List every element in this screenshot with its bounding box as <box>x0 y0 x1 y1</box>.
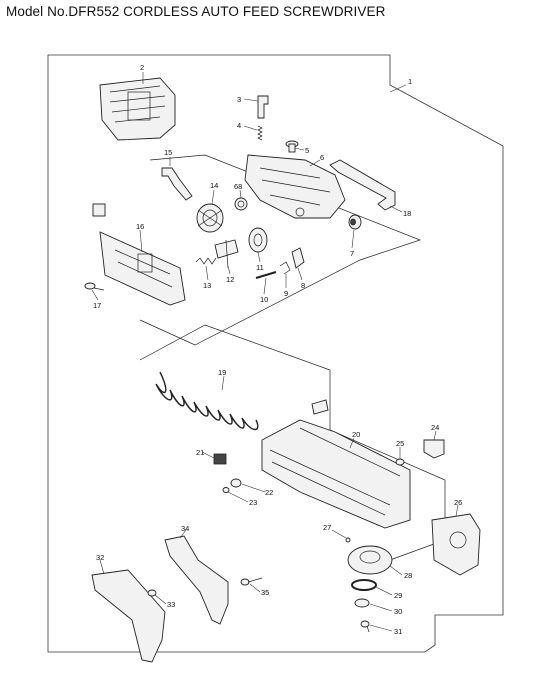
label-part-4: 4 <box>237 121 241 130</box>
part-16-plate <box>99 231 186 306</box>
label-part-24: 24 <box>431 423 439 432</box>
label-part-28: 28 <box>404 571 412 580</box>
part-27-ball <box>345 537 351 543</box>
label-part-30: 30 <box>394 607 402 616</box>
part-12-shaft <box>214 239 239 269</box>
label-part-3: 3 <box>237 95 241 104</box>
part-22-pin <box>230 478 242 488</box>
part-3-plate <box>257 95 269 119</box>
part-13-spring <box>195 257 217 265</box>
part-24-button <box>423 439 445 459</box>
part-6-bracket <box>244 154 346 219</box>
label-part-8: 8 <box>301 281 305 290</box>
part-19-spring <box>155 371 259 431</box>
label-part-21: 21 <box>196 448 204 457</box>
label-part-13: 13 <box>203 281 211 290</box>
label-part-1: 1 <box>408 77 412 86</box>
label-part-16: 16 <box>136 222 144 231</box>
upper-group-outline <box>139 154 422 346</box>
part-21-block <box>213 453 227 465</box>
label-part-2: 2 <box>140 63 144 72</box>
label-part-27: 27 <box>323 523 331 532</box>
label-part-26: 26 <box>454 498 462 507</box>
part-10-pin <box>255 271 277 279</box>
part-15-clip <box>161 167 193 201</box>
leader-lines <box>91 72 459 632</box>
label-part-33: 33 <box>167 600 175 609</box>
label-part-18: 18 <box>403 209 411 218</box>
label-part-29: 29 <box>394 591 402 600</box>
label-part-31: 31 <box>394 627 402 636</box>
label-part-25: 25 <box>396 439 404 448</box>
part-8-pawl <box>291 247 305 269</box>
part-34-handle <box>164 535 229 625</box>
part-68-washer <box>234 197 248 211</box>
label-part-15: 15 <box>164 148 172 157</box>
part-25-screw <box>395 458 405 466</box>
label-part-5: 5 <box>305 146 309 155</box>
diagram-title: Model No.DFR552 CORDLESS AUTO FEED SCREW… <box>6 4 386 19</box>
part-2-housing <box>99 77 176 141</box>
part-30-washer <box>354 598 370 608</box>
assembly-frame <box>47 54 504 653</box>
label-part-10: 10 <box>260 295 268 304</box>
label-part-7: 7 <box>350 249 354 258</box>
clip-block <box>311 399 329 415</box>
part-4-spring <box>257 125 263 141</box>
part-11-sprocket <box>248 227 268 253</box>
label-part-14: 14 <box>210 181 218 190</box>
part-20-body <box>261 419 411 529</box>
part-26-housing <box>431 513 481 576</box>
label-part-22: 22 <box>265 488 273 497</box>
label-part-32: 32 <box>96 553 104 562</box>
small-clip <box>92 203 106 217</box>
part-labels: 1 2 3 4 5 6 7 8 9 10 11 12 13 14 15 16 1… <box>93 63 462 636</box>
part-32-handle <box>91 569 166 663</box>
part-29-oring <box>351 579 377 591</box>
part-5-knob <box>285 140 299 153</box>
part-14-gear <box>196 203 224 233</box>
part-9-spring <box>279 261 291 275</box>
part-7-bushing <box>348 214 362 230</box>
part-23-screw <box>222 487 230 493</box>
part-33-screw <box>147 589 157 597</box>
label-part-19: 19 <box>218 368 226 377</box>
part-18-lever <box>329 159 396 211</box>
label-part-20: 20 <box>352 430 360 439</box>
label-part-23: 23 <box>249 498 257 507</box>
label-part-17: 17 <box>93 301 101 310</box>
part-35-screw <box>240 577 263 586</box>
part-17-screw <box>84 282 105 291</box>
label-part-12: 12 <box>226 275 234 284</box>
label-part-6: 6 <box>320 153 324 162</box>
label-part-34: 34 <box>181 524 189 533</box>
label-part-35: 35 <box>261 588 269 597</box>
label-part-11: 11 <box>256 263 264 272</box>
part-28-gear <box>347 545 393 575</box>
part-31-screw <box>360 620 370 633</box>
label-part-9: 9 <box>284 289 288 298</box>
label-part-68: 68 <box>234 182 242 191</box>
